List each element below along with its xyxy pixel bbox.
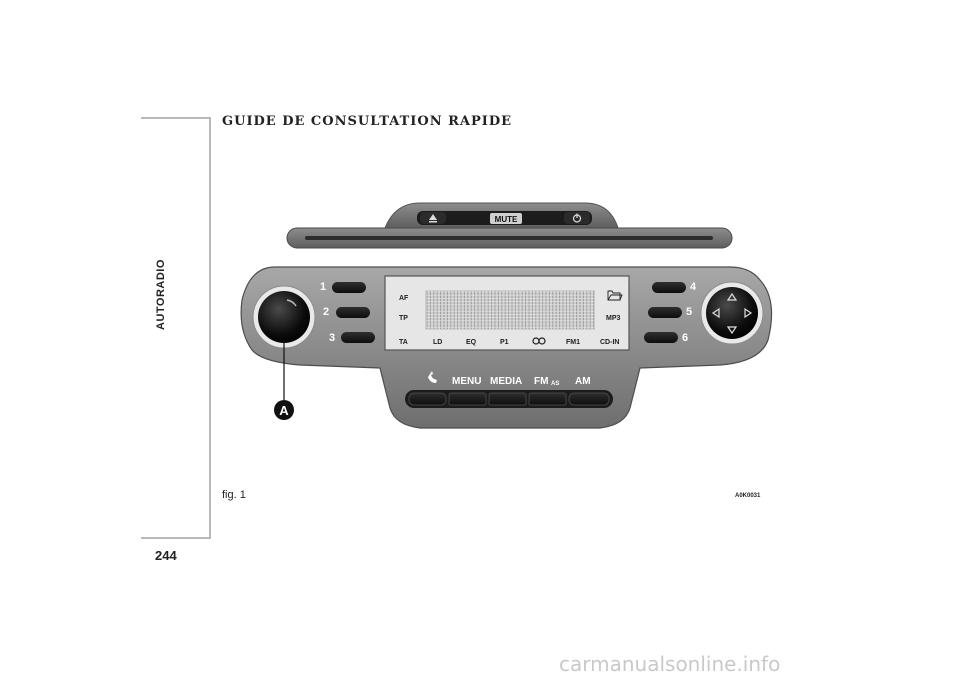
page-number: 244 — [155, 548, 177, 563]
preset-number-3: 3 — [329, 332, 335, 344]
media-button[interactable] — [488, 392, 527, 406]
preset-number-6: 6 — [682, 332, 688, 344]
display-label-fm1: FM1 — [566, 339, 580, 346]
nav-left-icon[interactable] — [711, 307, 720, 319]
callout-badge — [274, 400, 294, 420]
watermark: carmanualsonline.info — [559, 652, 781, 676]
margin-frame-vertical — [209, 117, 211, 539]
margin-frame-bottom — [141, 537, 211, 539]
menu-button[interactable] — [448, 392, 487, 406]
nav-up-icon[interactable] — [726, 292, 738, 301]
mute-label: MUTE — [495, 215, 518, 224]
display-label-cd-in: CD-IN — [600, 339, 619, 346]
page-title: GUIDE DE CONSULTATION RAPIDE — [222, 114, 513, 129]
display-label-ta: TA — [399, 339, 408, 346]
preset-button-3[interactable] — [341, 332, 375, 343]
folder-icon — [607, 290, 623, 301]
preset-button-4[interactable] — [652, 282, 686, 293]
am-label: AM — [575, 376, 591, 387]
display-label-eq: EQ — [466, 339, 477, 346]
cd-slot[interactable] — [305, 236, 713, 240]
preset-button-6[interactable] — [644, 332, 678, 343]
power-button[interactable] — [564, 212, 590, 224]
nav-down-icon[interactable] — [726, 326, 738, 335]
margin-frame-top — [141, 117, 210, 119]
display-label-ld: LD — [433, 339, 442, 346]
eject-button[interactable] — [420, 212, 446, 224]
preset-number-5: 5 — [686, 306, 692, 318]
preset-number-1: 1 — [320, 281, 326, 293]
media-label: MEDIA — [490, 376, 522, 387]
dot-matrix-grid — [426, 291, 595, 329]
display-label-mp3: MP3 — [606, 315, 621, 322]
display-label-p1: P1 — [500, 339, 509, 346]
am-button[interactable] — [568, 392, 610, 406]
fm-sub-label: AS — [551, 381, 559, 387]
volume-knob[interactable] — [258, 291, 310, 343]
preset-button-1[interactable] — [332, 282, 366, 293]
figure-label: fig. 1 — [222, 489, 246, 501]
display-label-af: AF — [399, 295, 409, 302]
fm-label: FM — [534, 376, 548, 387]
figure-code: A0K0031 — [735, 493, 761, 499]
knob-highlight — [286, 299, 297, 307]
menu-label: MENU — [452, 376, 481, 387]
eject-icon — [429, 214, 437, 223]
display-label-tp: TP — [399, 315, 408, 322]
phone-button[interactable] — [408, 392, 447, 406]
fm-button[interactable] — [528, 392, 567, 406]
preset-button-5[interactable] — [648, 307, 682, 318]
callout-letter: A — [279, 403, 289, 418]
mute-button[interactable]: MUTE — [490, 213, 522, 224]
preset-number-2: 2 — [323, 306, 329, 318]
phone-icon — [428, 371, 437, 383]
nav-right-icon[interactable] — [744, 307, 753, 319]
nav-pad[interactable] — [706, 287, 758, 339]
preset-button-2[interactable] — [336, 307, 370, 318]
preset-number-4: 4 — [690, 281, 697, 293]
loop-icon — [532, 337, 546, 345]
